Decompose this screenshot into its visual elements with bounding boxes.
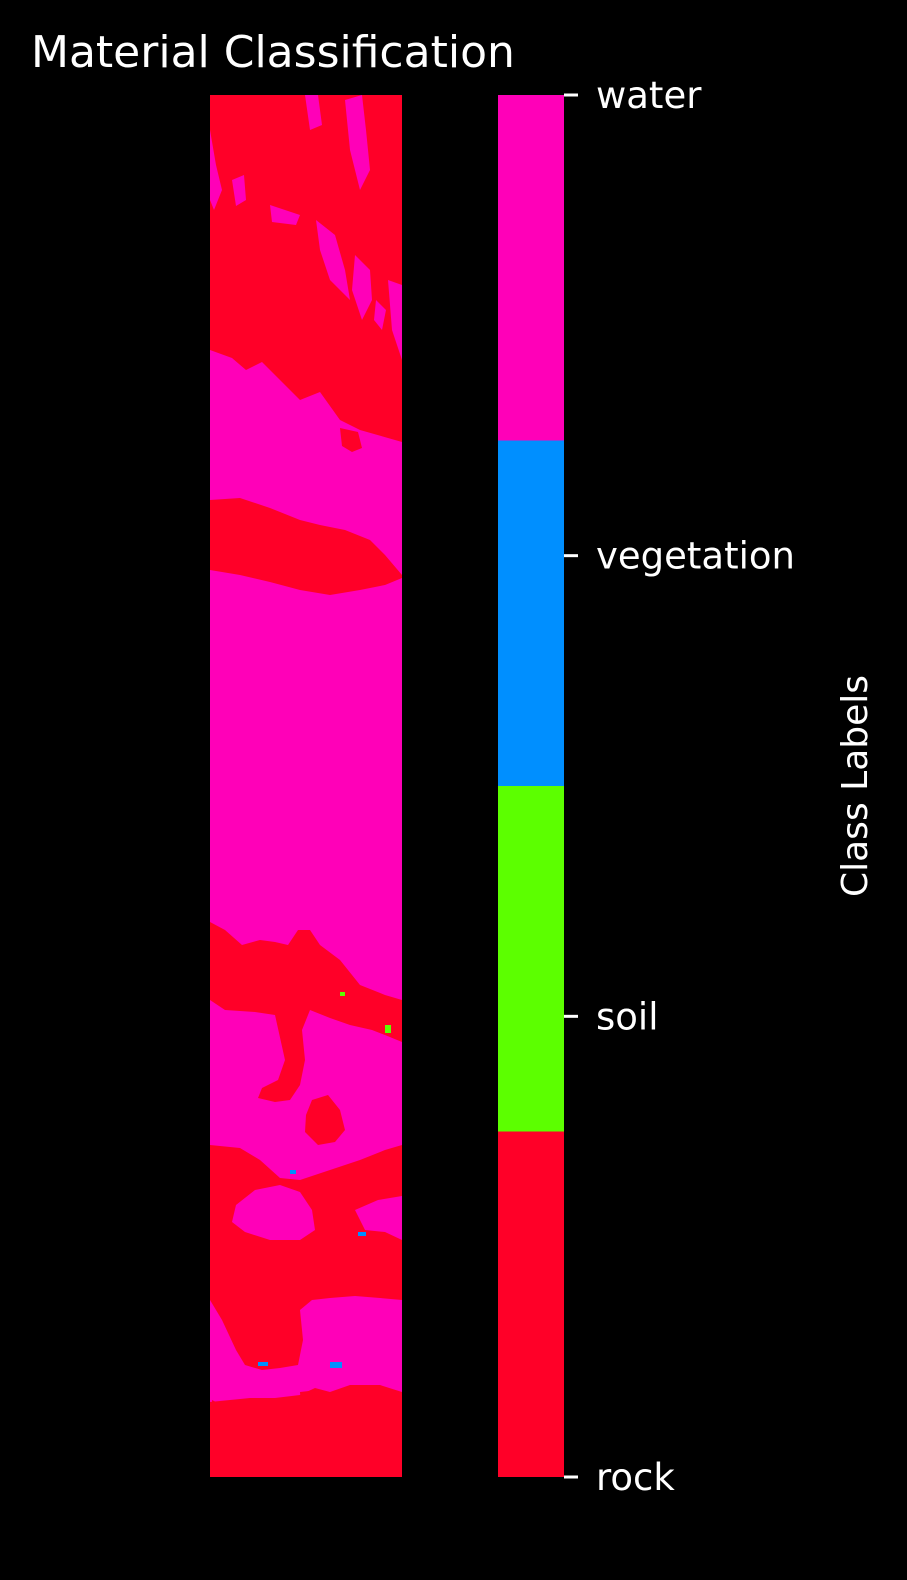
- colorbar-label: Class Labels: [835, 675, 876, 897]
- water-regions: [210, 95, 402, 1402]
- water-region-blob: [232, 1185, 315, 1240]
- rock-island-c: [300, 1390, 322, 1428]
- colorbar-tick-label-rock: rock: [596, 1456, 675, 1499]
- colorbar-tick-label-soil: soil: [596, 995, 658, 1038]
- colorbar-segment-rock: [498, 1131, 564, 1477]
- soil-speck: [385, 1025, 391, 1033]
- colorbar-ticks: rock soil vegetation water: [564, 74, 795, 1499]
- soil-speck: [340, 992, 345, 996]
- water-region-lower: [210, 1000, 402, 1180]
- chart-title: Material Classification: [31, 27, 515, 78]
- water-region-main: [210, 570, 402, 1000]
- colorbar-tick-label-vegetation: vegetation: [596, 535, 795, 578]
- water-region-right-patch: [355, 1196, 402, 1240]
- rock-islands: [212, 428, 362, 1430]
- vegetation-speck: [290, 1170, 296, 1174]
- water-region-top-specks: [210, 95, 402, 360]
- water-region-bottom: [210, 1296, 402, 1402]
- vegetation-speck: [358, 1232, 366, 1236]
- rock-island-b: [340, 428, 362, 452]
- colorbar-segment-vegetation: [498, 440, 564, 786]
- colorbar-tick-label-water: water: [596, 74, 702, 117]
- colorbar: [498, 95, 564, 1477]
- rock-island-a: [305, 1095, 345, 1145]
- minor-class-specks: [258, 992, 391, 1368]
- vegetation-speck: [258, 1362, 268, 1366]
- vegetation-speck: [330, 1362, 342, 1368]
- water-region-middle-band: [210, 350, 402, 575]
- colorbar-segment-water: [498, 95, 564, 441]
- colorbar-segment-soil: [498, 786, 564, 1132]
- rock-island-d: [212, 1400, 222, 1430]
- classification-map: [210, 95, 402, 1477]
